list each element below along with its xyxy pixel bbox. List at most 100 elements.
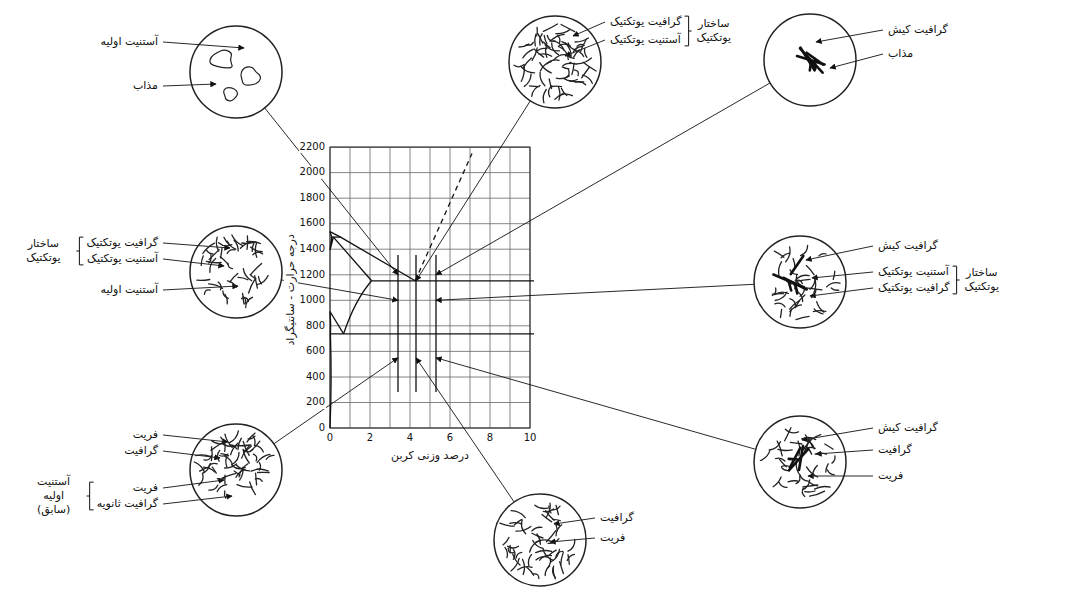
circle-border [190,424,282,516]
graphite-flake [790,299,796,308]
graphite-flake [536,557,548,560]
graphite-flake [266,455,274,459]
graphite-flake [249,280,255,294]
graphite-flake [255,479,262,482]
graphite-flake [806,288,822,290]
axis-title: درصد وزنی کربن [389,449,471,463]
graphite-flake [203,243,215,253]
graphite-flake [801,245,808,255]
graphite-flake [252,243,254,252]
axis-title: درجه حرارت - سانتیگراد [284,232,298,347]
leader-arrow [163,286,238,290]
graphite-flake [223,444,239,446]
austenite-dendrite [224,88,238,101]
liquidus-line [330,232,415,281]
graphite-flake [237,485,252,488]
bracket [76,237,83,265]
graphite-flake [251,263,262,274]
graphite-flake [577,58,591,64]
graphite-flake [574,70,578,76]
graphite-flake [211,441,223,444]
graphite-flake [246,297,253,307]
graphite-flake [225,294,227,304]
graphite-flake [219,243,232,246]
graphite-flake [540,72,545,85]
graphite-flake [516,526,531,531]
phase-label: فریت [598,531,627,545]
acm-line [344,281,372,334]
graphite-flake [217,485,227,492]
graphite-flake [777,441,782,456]
graphite-flake [537,534,541,544]
graphite-flake [536,540,551,542]
kish-graphite [773,275,803,291]
graphite-flake [259,463,260,470]
graphite-flake [582,67,590,78]
tick-label: 0 [326,432,334,445]
leader-arrow [163,496,232,504]
graphite-flake [257,454,270,462]
graphite-flake [827,283,840,287]
graphite-flake [232,452,239,464]
graphite-flake [536,550,552,552]
graphite-flake [788,481,798,482]
graphite-flake [516,552,522,558]
graphite-flake [790,442,802,444]
graphite-flake [556,506,558,515]
circle-border [494,494,586,586]
graphite-flake [553,519,560,520]
graphite-flake [826,464,828,472]
graphite-flake [521,67,524,82]
graphite-flake [220,257,228,265]
circle-outline [752,234,848,330]
graphite-flake [552,43,559,55]
graphite-flake [247,433,255,442]
graphite-flake [796,316,809,319]
bracket [87,482,94,510]
tick-label: 10 [523,432,538,445]
graphite-flake [806,266,814,275]
graphite-flake [790,309,791,316]
graphite-flake [780,459,787,466]
graphite-flake [243,293,244,303]
graphite-flake [513,554,520,565]
phase-label: فریت [876,469,905,483]
graphite-flake [238,444,251,446]
tick-label: 1600 [299,217,326,230]
tick-label: 600 [305,345,326,358]
graphite-flake [564,79,577,81]
tick-label: 4 [406,432,414,445]
graphite-flake [543,90,546,103]
microstructure-circle: گرافیت یوتکتیکآستنیت یوتکتیکساختار یوتکت… [190,226,282,318]
a3-line [330,312,344,334]
phase-label: گرافیت یوتکتیک [84,236,160,250]
graphite-flake [815,453,826,454]
phase-label: گرافیت ثانویه [95,497,160,511]
phase-label: آستنیت اولیه [99,283,160,297]
graphite-flake [827,470,834,475]
tick-label: 8 [486,432,494,445]
graphite-flake [500,523,514,526]
leader-line [436,358,756,450]
circle-border [509,16,601,108]
microstructure-circle: گرافیت کیشآستنیت یوتکتیکگرافیت یوتکتیکسا… [754,236,846,328]
group-label: آستنیت اولیه (سابق) [24,475,84,516]
graphite-flake [573,47,582,53]
graphite-flake [796,477,800,484]
graphite-flake [226,456,227,467]
graphite-flake [561,553,563,565]
graphite-flake [197,279,210,281]
graphite-flake [209,250,219,260]
tick-label: 800 [305,320,326,333]
graphite-flake [257,469,268,471]
graphite-flake [238,277,248,280]
graphite-flake [556,30,570,34]
graphite-flake [554,55,568,61]
austenite-dendrite [241,67,260,85]
graphite-flake [220,454,228,456]
graphite-flake [799,292,803,301]
graphite-flake [230,274,238,283]
graphite-flake [550,34,564,41]
tick-label: 6 [446,432,454,445]
graphite-flake [548,86,551,97]
